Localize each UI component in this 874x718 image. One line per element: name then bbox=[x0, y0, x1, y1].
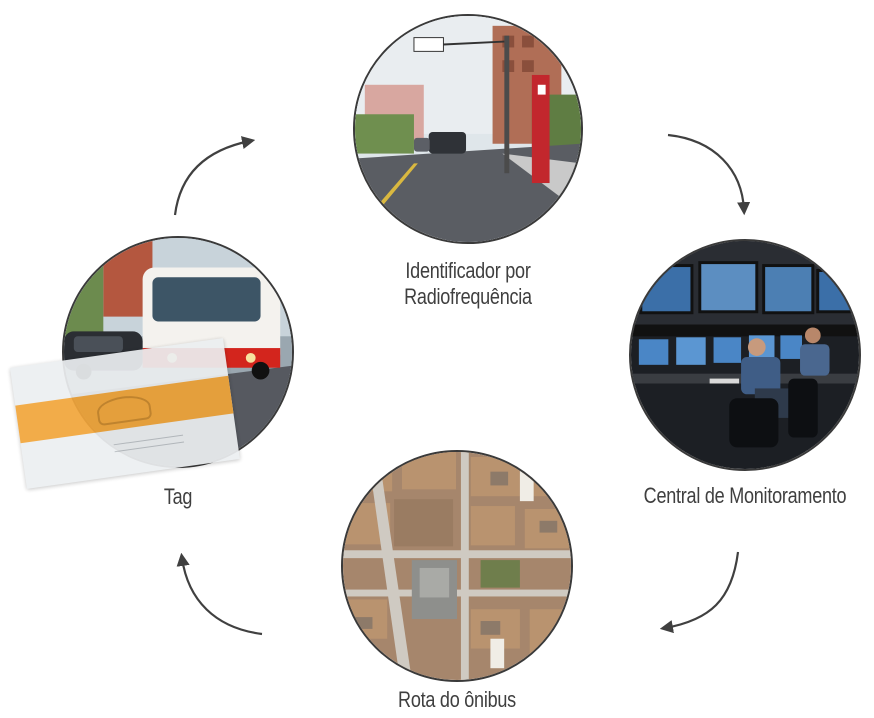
aerial-map-photo bbox=[341, 450, 573, 682]
node-label-central: Central de Monitoramento bbox=[630, 483, 860, 509]
node-label-tag: Tag bbox=[137, 484, 219, 510]
node-label-rfid: Identificador por Radiofrequência bbox=[386, 258, 550, 310]
label-line: Identificador por bbox=[405, 258, 531, 283]
node-label-route: Rota do ônibus bbox=[375, 687, 539, 713]
label-line: Rota do ônibus bbox=[398, 687, 516, 712]
label-line: Tag bbox=[163, 484, 193, 509]
label-line: Central de Monitoramento bbox=[643, 483, 847, 508]
label-line: Radiofrequência bbox=[404, 284, 532, 309]
